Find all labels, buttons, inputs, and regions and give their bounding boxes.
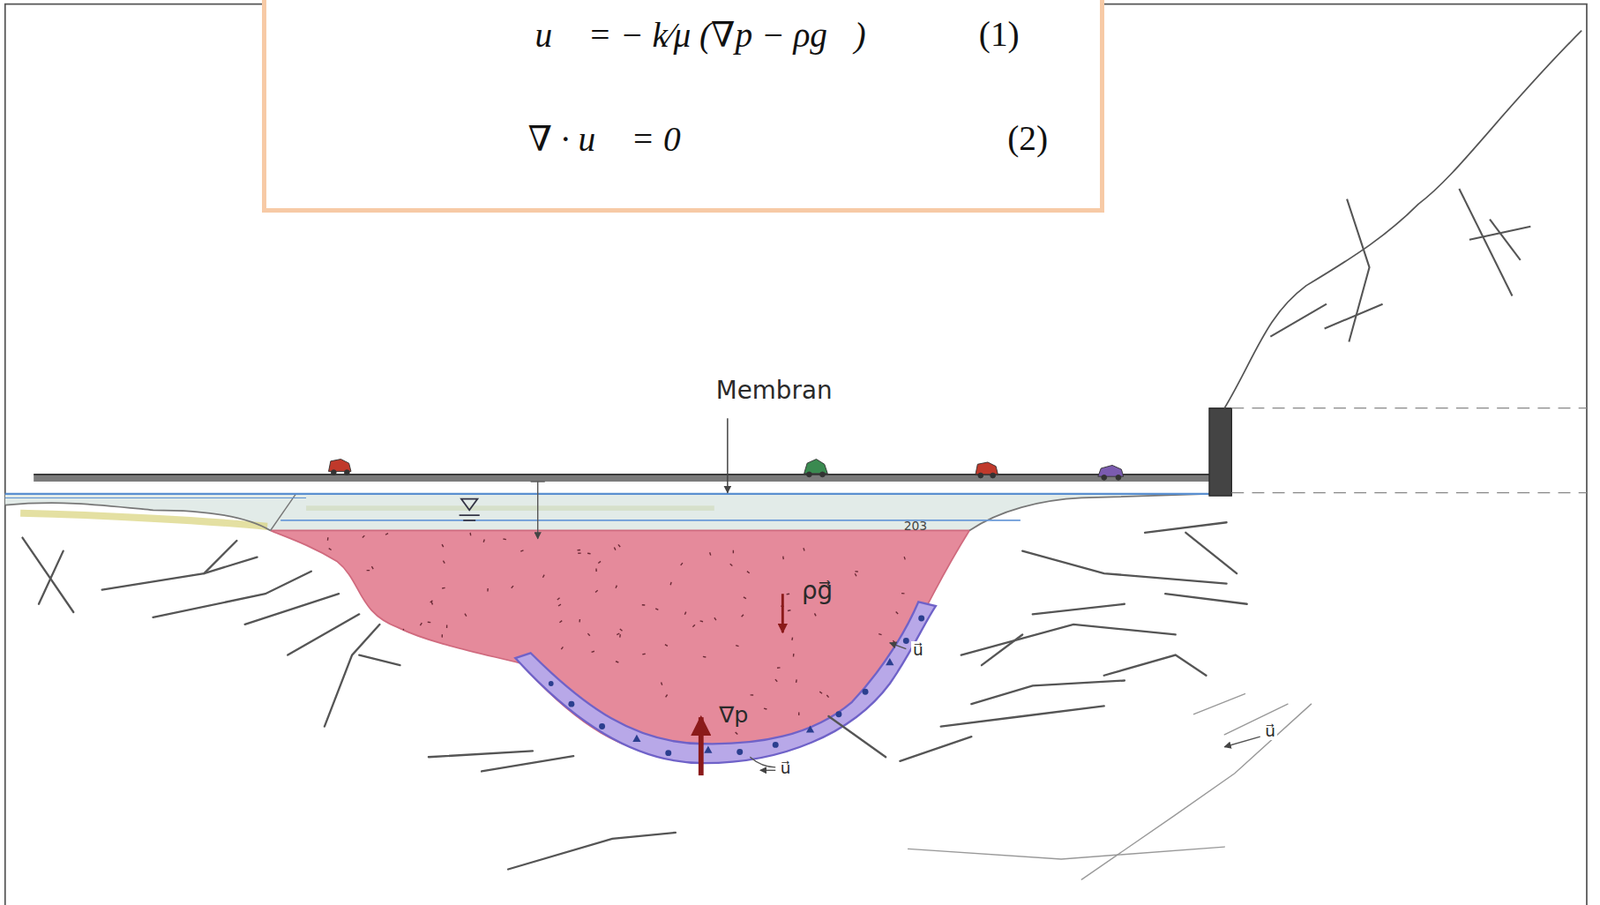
force-label: ∇p bbox=[717, 702, 750, 727]
equation: ∇ · u⃗ = 0 bbox=[527, 118, 681, 160]
force-label: ρg⃗ bbox=[800, 577, 835, 606]
part-label: Membran bbox=[714, 377, 835, 405]
velocity-label: u⃗ bbox=[911, 641, 926, 659]
equation-number: (1) bbox=[979, 14, 1020, 55]
velocity-label: u⃗ bbox=[1263, 722, 1278, 741]
equation: u⃗ = − k⁄μ (∇p − ρg⃗) bbox=[535, 14, 867, 56]
equation-number: (2) bbox=[1007, 118, 1048, 159]
velocity-label: u⃗ bbox=[778, 759, 793, 778]
callout-number: 203 bbox=[902, 519, 929, 533]
equation-box: u⃗ = − k⁄μ (∇p − ρg⃗) (1) ∇ · u⃗ = 0 (2) bbox=[261, 0, 1104, 213]
